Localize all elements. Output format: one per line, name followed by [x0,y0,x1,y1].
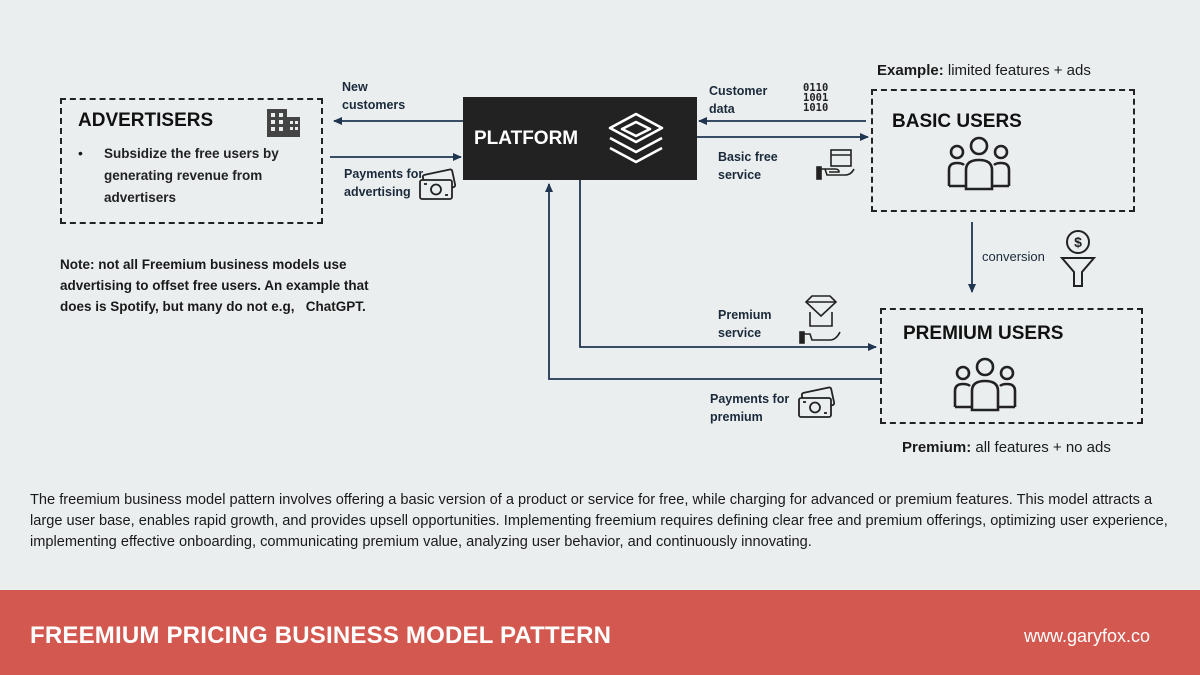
label-payments-advertising: Payments for advertising [344,167,424,199]
advertisers-bullet-dot: • [78,145,83,161]
money-icon [419,168,457,200]
svg-text:$: $ [1074,234,1082,250]
basic-example-caption: Example: limited features + ads [877,62,1091,79]
users-icon [953,357,1017,412]
label-basic-free-service: Basic free service [718,150,778,182]
footer-bar [0,590,1200,675]
box-hand-icon [816,149,855,180]
building-icon [267,109,300,137]
basic-example-bold: Example: [877,62,944,79]
description-paragraph: The freemium business model pattern invo… [30,492,1168,550]
advertisers-box [60,98,323,224]
dollar-funnel-icon: $ [1059,230,1097,287]
footer-url[interactable]: www.garyfox.co [1023,626,1150,646]
label-payments-premium: Payments for premium [710,392,790,424]
footer-title: FREEMIUM PRICING BUSINESS MODEL PATTERN [30,622,612,649]
note-text: Note: not all Freemium business models u… [60,257,373,314]
basic-users-box [871,89,1135,212]
advertisers-bullet: Subsidize the free users by generating r… [104,146,279,205]
layers-icon [608,112,664,164]
binary-data-icon: 0110 1001 1010 [803,82,829,114]
premium-caption: Premium: all features + no ads [902,439,1111,456]
premium-users-box [880,308,1143,424]
arrow-premium-service [579,180,877,351]
premium-caption-text: all features + no ads [971,439,1111,456]
label-new-customers: New customers [342,80,406,112]
label-customer-data: Customer data [709,84,768,116]
money-icon [798,386,836,418]
arrow-payments-premium [545,183,880,380]
premium-caption-bold: Premium: [902,439,972,456]
basic-example-text: limited features + ads [943,62,1091,79]
diamond-hand-icon [799,295,841,344]
premium-users-title: PREMIUM USERS [903,323,1064,344]
users-icon [947,136,1011,191]
advertisers-title: ADVERTISERS [78,110,214,131]
platform-title: PLATFORM [474,128,579,149]
basic-users-title: BASIC USERS [892,111,1022,132]
label-premium-service: Premium service [718,308,772,340]
platform-box [463,97,697,180]
label-conversion: conversion [982,249,1045,264]
